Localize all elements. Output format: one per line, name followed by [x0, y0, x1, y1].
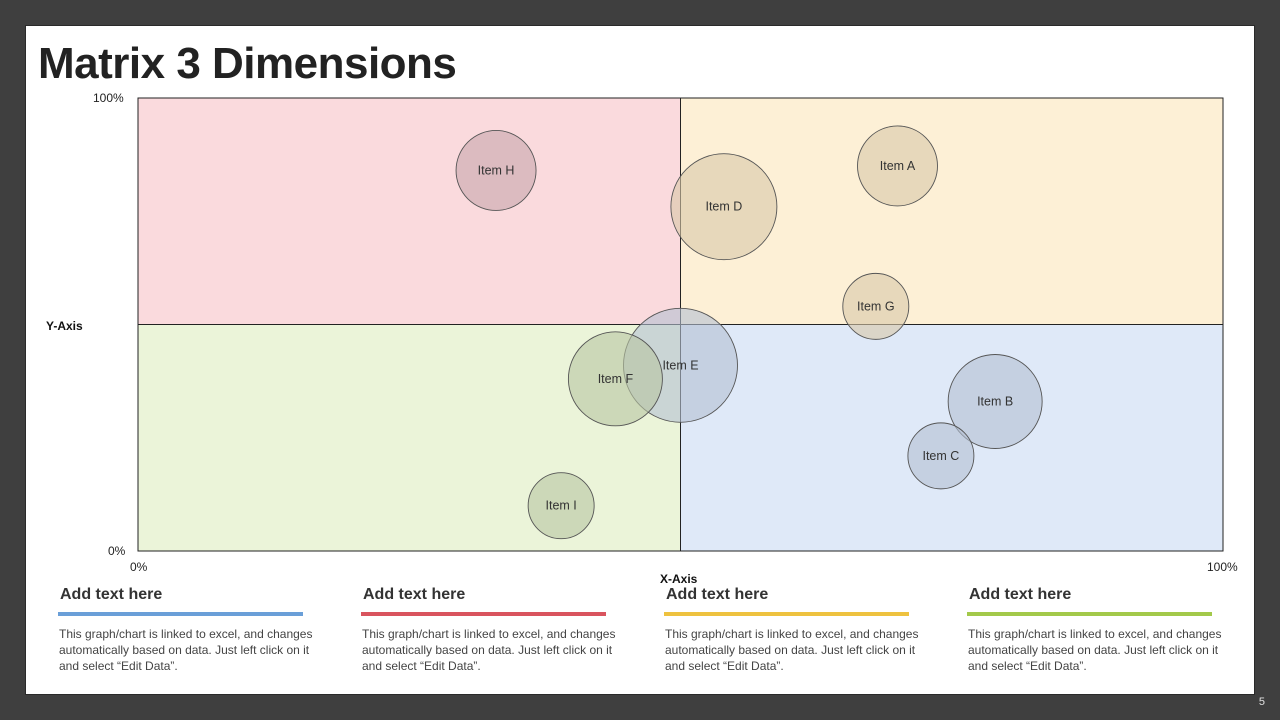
- card-body: This graph/chart is linked to excel, and…: [665, 627, 919, 673]
- card-heading: Add text here: [666, 586, 769, 603]
- text-card-3: Add text here This graph/chart is linked…: [664, 585, 918, 674]
- quadrant-top-left: [138, 98, 681, 325]
- x-tick-max: 100%: [1207, 560, 1238, 574]
- text-card-2: Add text here This graph/chart is linked…: [361, 585, 615, 674]
- card-body: This graph/chart is linked to excel, and…: [968, 627, 1222, 673]
- card-body: This graph/chart is linked to excel, and…: [362, 627, 616, 673]
- text-card-1: Add text here This graph/chart is linked…: [58, 585, 312, 674]
- card-accent-bar: [967, 612, 1212, 616]
- y-tick-max: 100%: [93, 91, 124, 105]
- slide-title: Matrix 3 Dimensions: [38, 39, 457, 88]
- card-heading: Add text here: [363, 586, 466, 603]
- bubble-label-item-b: Item B: [977, 395, 1013, 409]
- bubble-item-f[interactable]: [567, 331, 663, 427]
- card-accent-bar: [361, 612, 606, 616]
- card-accent-bar: [58, 612, 303, 616]
- bubble-item-d[interactable]: [670, 153, 778, 261]
- bubble-label-item-h: Item H: [478, 163, 515, 177]
- x-tick-min: 0%: [130, 560, 148, 574]
- bubble-item-a[interactable]: [857, 125, 938, 207]
- bubble-item-i[interactable]: [527, 472, 595, 540]
- text-card-4: Add text here This graph/chart is linked…: [967, 585, 1221, 674]
- card-heading: Add text here: [969, 586, 1072, 603]
- card-heading: Add text here: [60, 586, 163, 603]
- bubble-label-item-d: Item D: [705, 200, 742, 214]
- card-accent-bar: [664, 612, 909, 616]
- bubble-label-item-e: Item E: [662, 358, 698, 372]
- bubble-item-c[interactable]: [907, 422, 975, 490]
- bubble-label-item-a: Item A: [880, 159, 916, 173]
- bubble-label-item-i: Item I: [546, 499, 577, 513]
- bubble-chart[interactable]: Item A Item B Item C Item D Item E Item F Item…: [26, 26, 1254, 694]
- bubble-item-b[interactable]: [947, 354, 1043, 449]
- page-number: 5: [1258, 696, 1265, 708]
- x-axis-label: X-Axis: [660, 572, 698, 586]
- bubble-item-g[interactable]: [842, 272, 910, 340]
- y-tick-min: 0%: [108, 544, 126, 558]
- bubble-label-item-g: Item G: [857, 299, 895, 313]
- bubble-item-h[interactable]: [455, 130, 537, 211]
- bubble-label-item-f: Item F: [598, 372, 634, 386]
- bubble-label-item-c: Item C: [922, 449, 959, 463]
- y-axis-label: Y-Axis: [46, 319, 83, 333]
- card-body: This graph/chart is linked to excel, and…: [59, 627, 313, 673]
